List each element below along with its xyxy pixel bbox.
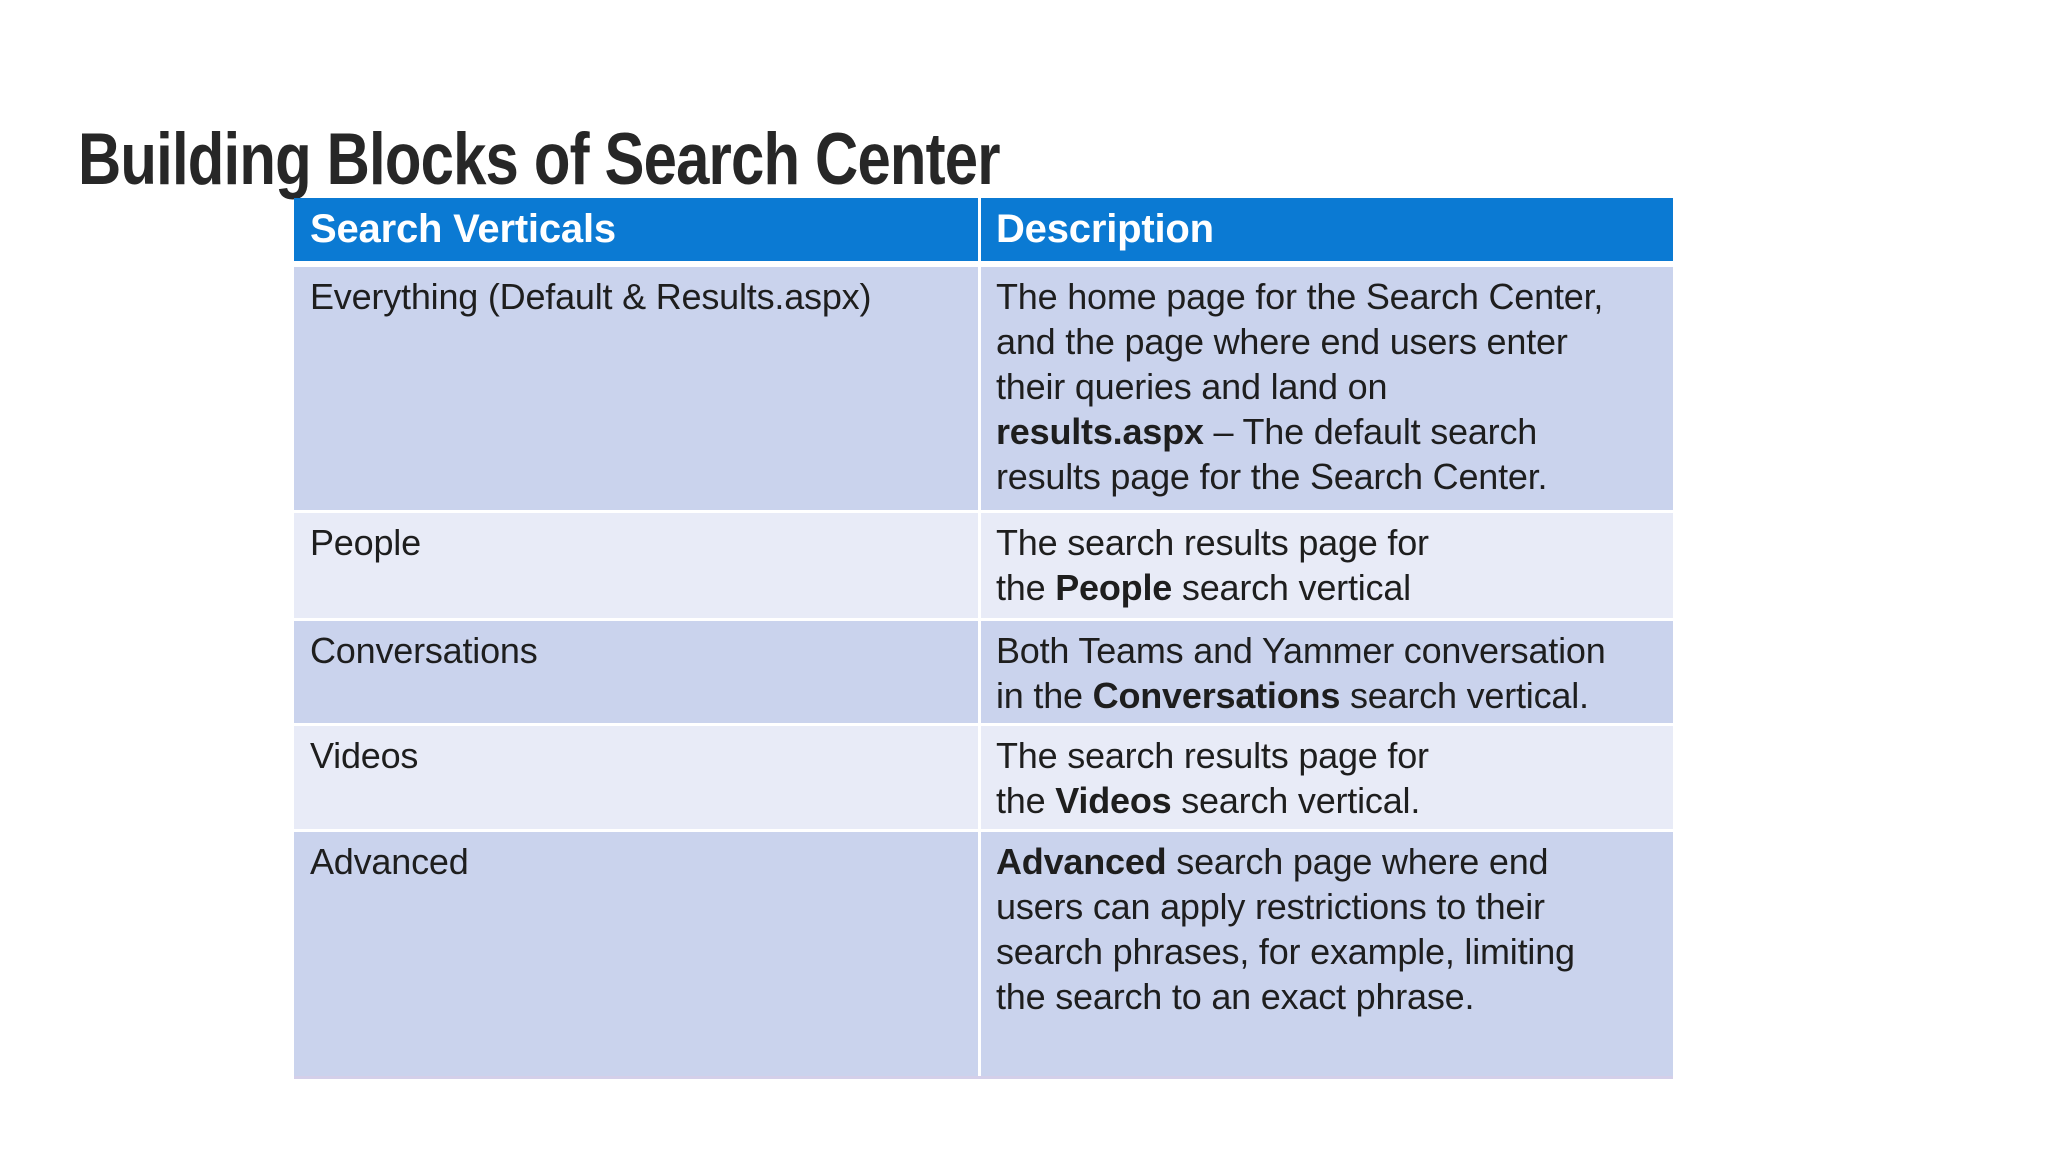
description-line: in the Conversations search vertical. <box>996 675 1589 716</box>
description-line: users can apply restrictions to their <box>996 886 1545 927</box>
search-vertical-cell: Everything (Default & Results.aspx) <box>294 267 978 510</box>
description-line: the search to an exact phrase. <box>996 976 1475 1017</box>
description-line: results page for the Search Center. <box>996 456 1548 497</box>
column-header-description: Description <box>981 198 1673 261</box>
description-cell: The home page for the Search Center,and … <box>981 267 1673 510</box>
search-vertical-cell: People <box>294 513 978 618</box>
description-line: The search results page for <box>996 735 1429 776</box>
search-verticals-table: Search Verticals Description Everything … <box>294 198 1673 1079</box>
description-line: search phrases, for example, limiting <box>996 931 1575 972</box>
table-row: Everything (Default & Results.aspx)The h… <box>294 267 1673 510</box>
column-header-search-verticals: Search Verticals <box>294 198 978 261</box>
description-line: the People search vertical <box>996 567 1411 608</box>
table-body: Everything (Default & Results.aspx)The h… <box>294 267 1673 1076</box>
description-line: the Videos search vertical. <box>996 780 1421 821</box>
description-line: their queries and land on <box>996 366 1388 407</box>
description-line: Both Teams and Yammer conversation <box>996 630 1606 671</box>
search-vertical-cell: Videos <box>294 726 978 829</box>
search-vertical-cell: Advanced <box>294 832 978 1076</box>
search-vertical-cell: Conversations <box>294 621 978 723</box>
description-line: The search results page for <box>996 522 1429 563</box>
description-line: results.aspx – The default search <box>996 411 1538 452</box>
description-line: The home page for the Search Center, <box>996 276 1604 317</box>
description-line: and the page where end users enter <box>996 321 1568 362</box>
description-line: Advanced search page where end <box>996 841 1549 882</box>
table-header-row: Search Verticals Description <box>294 198 1673 261</box>
page-title: Building Blocks of Search Center <box>78 118 1001 200</box>
